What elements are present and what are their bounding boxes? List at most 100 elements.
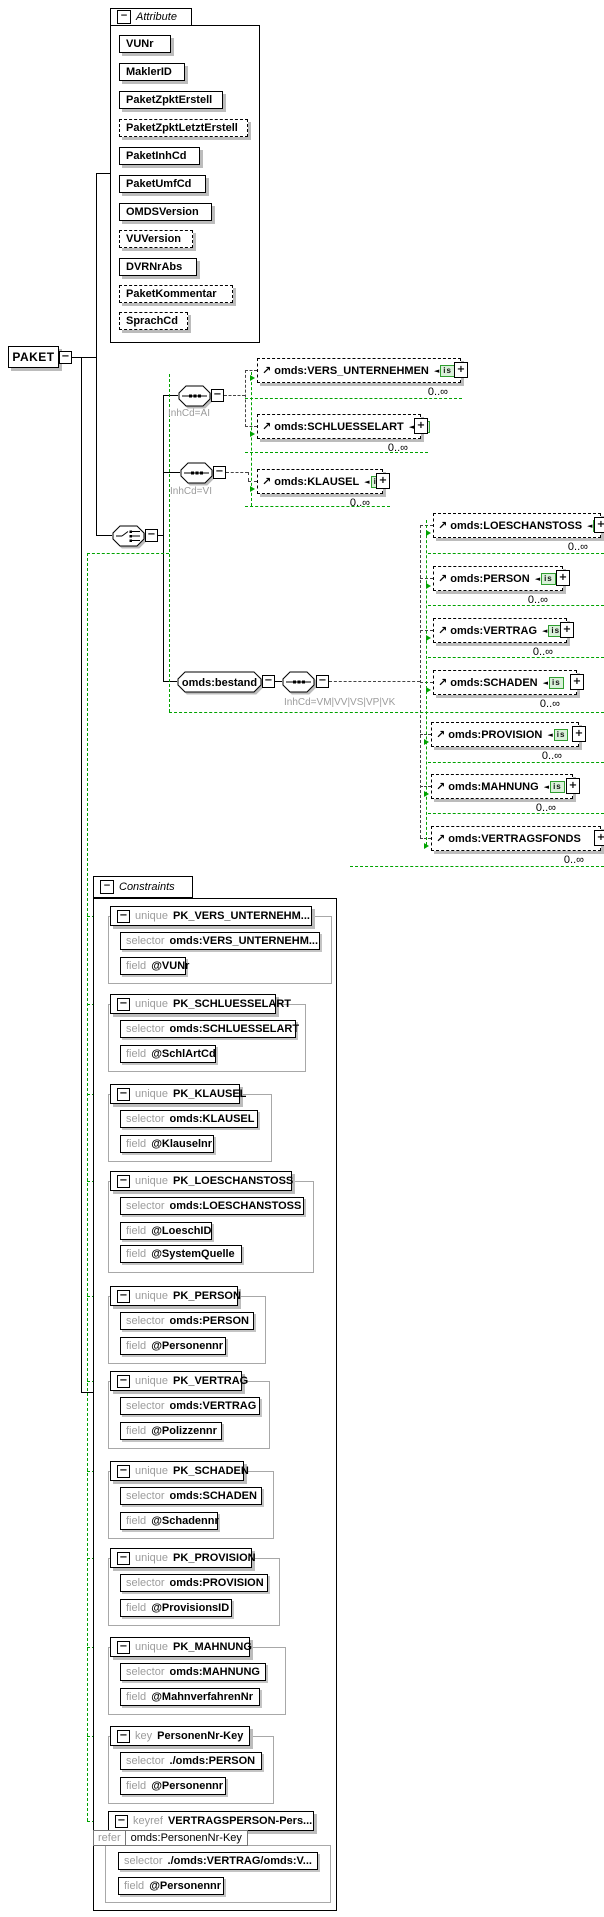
expand-toggle[interactable]: + xyxy=(560,621,574,638)
collapse-toggle[interactable]: − xyxy=(117,1640,130,1654)
collapse-toggle[interactable]: − xyxy=(117,1729,130,1743)
collapse-toggle[interactable]: − xyxy=(115,1814,128,1828)
expand-toggle[interactable]: + xyxy=(594,516,604,533)
collapse-toggle[interactable]: − xyxy=(117,1551,130,1565)
attribute-vunr[interactable]: VUNr xyxy=(119,35,171,53)
expand-toggle[interactable]: + xyxy=(454,361,468,378)
guide-line xyxy=(426,520,427,845)
collapse-toggle[interactable]: − xyxy=(213,466,226,479)
element-ref-icon: ↗ xyxy=(438,572,448,585)
sequence-compositor-icon[interactable] xyxy=(282,671,315,693)
expand-toggle[interactable]: + xyxy=(572,725,586,742)
collapse-toggle[interactable]: − xyxy=(117,1289,130,1303)
constraint-selector[interactable]: selector ./omds:PERSON xyxy=(120,1752,262,1770)
connector-dashed xyxy=(248,472,249,481)
constraint-field[interactable]: field @ProvisionsID xyxy=(120,1599,232,1617)
constraint-selector[interactable]: selector omds:SCHADEN xyxy=(120,1487,262,1505)
attribute-paketumfcd[interactable]: PaketUmfCd xyxy=(119,175,206,193)
guide-line xyxy=(169,374,170,712)
constraint-field[interactable]: field @Personennr xyxy=(118,1877,224,1895)
element-bestand[interactable]: omds:bestand xyxy=(177,671,262,693)
collapse-toggle[interactable]: − xyxy=(100,880,114,894)
element-schluesselart[interactable]: ↗ omds:SCHLUESSELART ◄is + xyxy=(257,414,430,439)
expand-toggle[interactable]: + xyxy=(594,829,604,846)
collapse-toggle[interactable]: − xyxy=(262,675,275,688)
expand-toggle[interactable]: + xyxy=(566,777,580,794)
constraint-selector[interactable]: selector omds:PROVISION xyxy=(120,1574,268,1592)
element-person[interactable]: ↗ omds:PERSON ◄is + xyxy=(433,566,570,591)
constraint-field[interactable]: field @LoeschID xyxy=(120,1222,212,1240)
collapse-toggle[interactable]: − xyxy=(211,389,224,402)
guide-line xyxy=(169,712,604,713)
collapse-toggle[interactable]: − xyxy=(145,529,158,542)
identity-constraint-badge: ◄is xyxy=(547,728,569,741)
constraint-field[interactable]: field @Schadennr xyxy=(120,1512,219,1530)
element-ref-icon: ↗ xyxy=(436,832,446,845)
expand-toggle[interactable]: + xyxy=(570,673,584,690)
attribute-omdsversion[interactable]: OMDSVersion xyxy=(119,203,212,221)
constraint-field[interactable]: field @Klauselnr xyxy=(120,1135,214,1153)
element-mahnung[interactable]: ↗ omds:MAHNUNG ◄is + xyxy=(431,774,580,799)
constraint-selector[interactable]: selector omds:LOESCHANSTOSS xyxy=(120,1197,304,1215)
element-schaden[interactable]: ↗ omds:SCHADEN ◄is + xyxy=(433,670,584,695)
connector-dashed xyxy=(420,838,431,839)
collapse-toggle[interactable]: − xyxy=(117,1174,130,1188)
constraint-unique-pk-vers-unternehmen[interactable]: − unique PK_VERS_UNTERNEHM... xyxy=(110,906,312,926)
constraint-field[interactable]: field @MahnverfahrenNr xyxy=(120,1688,260,1706)
constraint-selector[interactable]: selector omds:KLAUSEL xyxy=(120,1110,258,1128)
constraints-compartment-tab[interactable]: − Constraints xyxy=(93,876,193,898)
constraint-selector[interactable]: selector omds:MAHNUNG xyxy=(120,1663,266,1681)
constraint-field[interactable]: field @SystemQuelle xyxy=(120,1245,242,1263)
constraint-unique-pk-person[interactable]: − unique PK_PERSON xyxy=(110,1286,241,1306)
constraint-unique-pk-vertrag[interactable]: − unique PK_VERTRAG xyxy=(110,1371,248,1391)
constraint-unique-pk-provision[interactable]: − unique PK_PROVISION xyxy=(110,1548,256,1568)
constraint-unique-pk-mahnung[interactable]: − unique PK_MAHNUNG xyxy=(110,1637,252,1657)
constraint-unique-pk-schluesselart[interactable]: − unique PK_SCHLUESSELART xyxy=(110,994,291,1014)
constraint-selector[interactable]: selector ./omds:VERTRAG/omds:V... xyxy=(118,1852,318,1870)
expand-toggle[interactable]: + xyxy=(556,569,570,586)
attribute-paketinhcd[interactable]: PaketInhCd xyxy=(119,147,200,165)
constraint-unique-pk-loeschanstoss[interactable]: − unique PK_LOESCHANSTOSS xyxy=(110,1171,293,1191)
constraint-unique-pk-schaden[interactable]: − unique PK_SCHADEN xyxy=(110,1461,249,1481)
constraint-keyref-vertragsperson[interactable]: − keyref VERTRAGSPERSON-Pers... xyxy=(108,1811,314,1831)
choice-compositor-icon[interactable] xyxy=(112,525,145,547)
collapse-toggle[interactable]: − xyxy=(59,351,72,364)
element-klausel[interactable]: ↗ omds:KLAUSEL ◄is + xyxy=(257,469,390,494)
constraint-field[interactable]: field @Personennr xyxy=(120,1337,226,1355)
collapse-toggle[interactable]: − xyxy=(117,997,130,1011)
collapse-toggle[interactable]: − xyxy=(117,1374,130,1388)
constraint-field[interactable]: field @Personennr xyxy=(120,1777,226,1795)
element-vertrag[interactable]: ↗ omds:VERTRAG ◄is + xyxy=(433,618,574,643)
constraint-field[interactable]: field @Polizzennr xyxy=(120,1422,222,1440)
constraint-unique-pk-klausel[interactable]: − unique PK_KLAUSEL xyxy=(110,1084,246,1104)
collapse-toggle[interactable]: − xyxy=(117,1087,130,1101)
element-loeschanstoss[interactable]: ↗ omds:LOESCHANSTOSS ◄is + xyxy=(433,513,604,538)
attribute-paketzpkterstell[interactable]: PaketZpktErstell xyxy=(119,91,223,109)
element-vertragsfonds[interactable]: ↗ omds:VERTRAGSFONDS + xyxy=(431,826,604,851)
constraint-selector[interactable]: selector omds:PERSON xyxy=(120,1312,254,1330)
expand-toggle[interactable]: + xyxy=(376,472,390,489)
constraint-selector[interactable]: selector omds:VERTRAG xyxy=(120,1397,260,1415)
collapse-toggle[interactable]: − xyxy=(117,10,131,24)
collapse-toggle[interactable]: − xyxy=(117,909,130,923)
attribute-vuversion[interactable]: VUVersion xyxy=(119,230,193,248)
root-element-paket[interactable]: PAKET xyxy=(8,346,59,368)
attribute-sprachcd[interactable]: SprachCd xyxy=(119,312,188,330)
collapse-toggle[interactable]: − xyxy=(117,1464,130,1478)
attribute-paketkommentar[interactable]: PaketKommentar xyxy=(119,285,233,303)
constraint-field[interactable]: field @SchlArtCd xyxy=(120,1045,216,1063)
sequence-compositor-icon[interactable] xyxy=(180,462,213,484)
constraint-selector[interactable]: selector omds:SCHLUESSELART xyxy=(120,1020,299,1038)
expand-toggle[interactable]: + xyxy=(414,417,428,434)
constraint-selector[interactable]: selector omds:VERS_UNTERNEHM... xyxy=(120,932,320,950)
constraint-key-personennr-key[interactable]: − key PersonenNr-Key xyxy=(110,1726,250,1746)
element-vers-unternehmen[interactable]: ↗ omds:VERS_UNTERNEHMEN ◄is + xyxy=(257,358,468,383)
constraint-field[interactable]: field @VUNr xyxy=(120,957,189,975)
attribute-paketzpktletzterstell[interactable]: PaketZpktLetztErstell xyxy=(119,119,248,137)
sequence-compositor-icon[interactable] xyxy=(178,385,211,407)
element-provision[interactable]: ↗ omds:PROVISION ◄is + xyxy=(431,722,586,747)
collapse-toggle[interactable]: − xyxy=(316,675,329,688)
attribute-dvrnrabs[interactable]: DVRNrAbs xyxy=(119,258,197,276)
attribute-maklerid[interactable]: MaklerID xyxy=(119,63,185,81)
attribute-compartment-tab[interactable]: − Attribute xyxy=(110,8,192,26)
